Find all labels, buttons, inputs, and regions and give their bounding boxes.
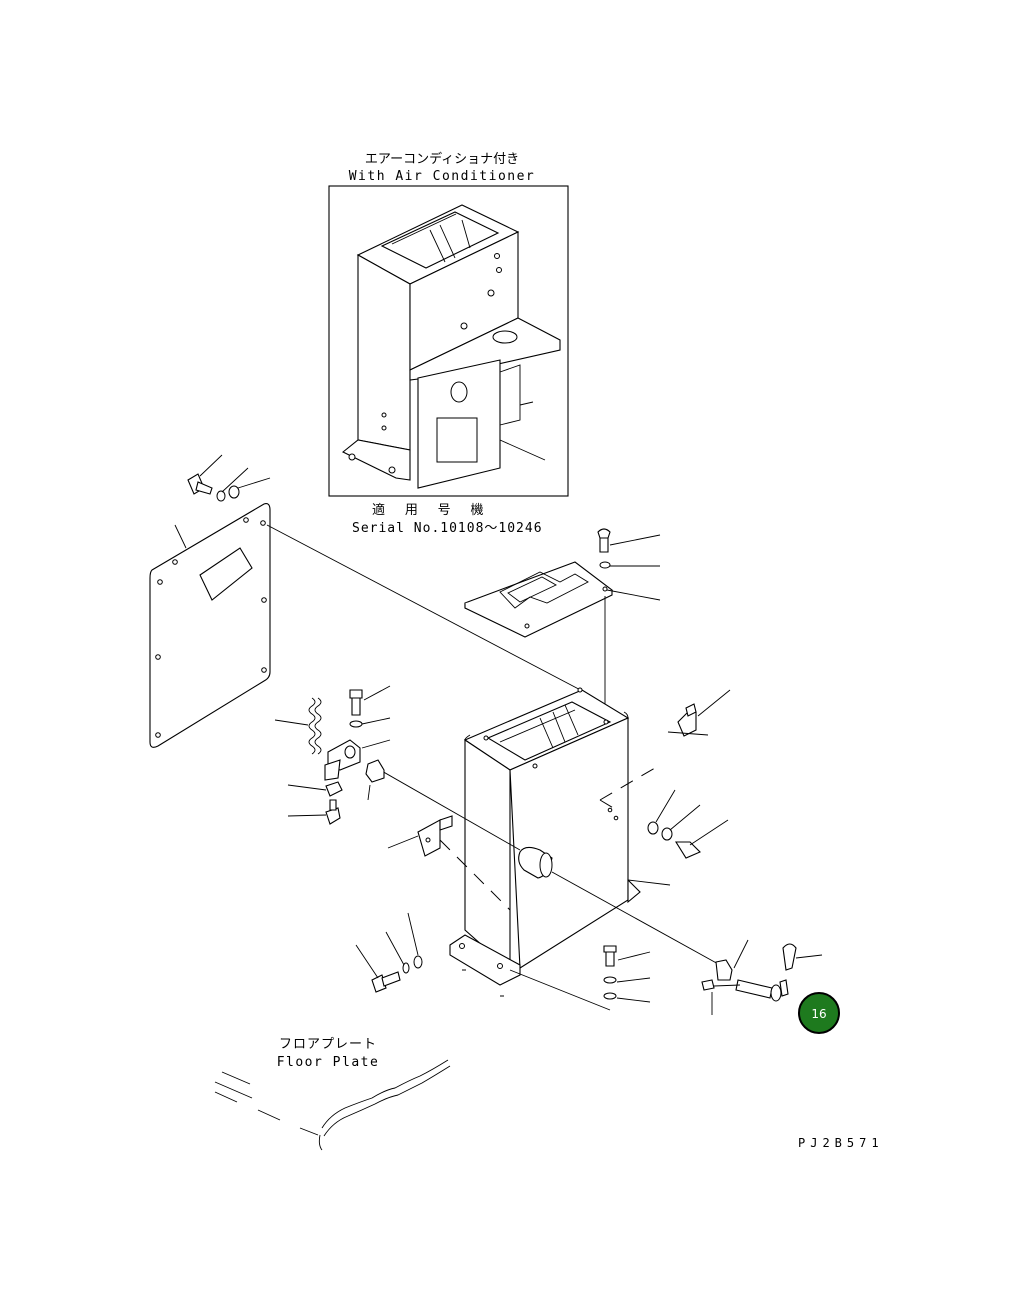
- floor-label-en: Floor Plate: [277, 1055, 380, 1070]
- nut-bolt-left: [287, 781, 343, 825]
- inset-air-conditioner: エアーコンディショナ付き With Air Conditioner: [328, 151, 569, 536]
- shaft-line-left: [379, 769, 521, 851]
- shaft-line-right: [551, 871, 721, 966]
- bolt-set-top-left: [187, 454, 271, 502]
- callout-number: 16: [811, 1007, 826, 1021]
- bolt-set-right: [647, 789, 729, 859]
- clamp-bracket: [324, 739, 391, 781]
- inset-frame: [328, 185, 569, 497]
- screw-set-top-right: [597, 528, 661, 569]
- lever-assembly: [701, 939, 823, 1015]
- inset-console: [341, 204, 561, 489]
- small-bracket-right: [667, 689, 731, 737]
- bolt-mid-left: [349, 685, 391, 728]
- small-bracket-left: [387, 815, 453, 857]
- floor-label-jp: フロアプレート: [279, 1037, 377, 1052]
- hidden-lines: [439, 764, 661, 911]
- spring-assembly: [274, 697, 322, 755]
- main-console: [449, 687, 671, 997]
- bushing-left: [365, 759, 385, 801]
- inset-title-jp: エアーコンディショナ付き: [365, 151, 519, 167]
- side-panel: [149, 503, 591, 748]
- serial-jp: 適 用 号 機: [372, 502, 489, 518]
- callout-16[interactable]: 16: [798, 992, 840, 1034]
- inset-title-en: With Air Conditioner: [349, 169, 536, 184]
- foot-line: [509, 969, 611, 1011]
- serial-en: Serial No.10108～10246: [352, 521, 543, 536]
- cover-plate: [464, 561, 661, 725]
- callout-badge[interactable]: [798, 992, 840, 1034]
- bolt-set-bottom-left: [355, 912, 423, 993]
- floor-plate: フロアプレート Floor Plate: [214, 1037, 451, 1151]
- drawing-code: PJ2B571: [798, 1136, 884, 1150]
- bolt-set-bottom-right: [603, 945, 651, 1003]
